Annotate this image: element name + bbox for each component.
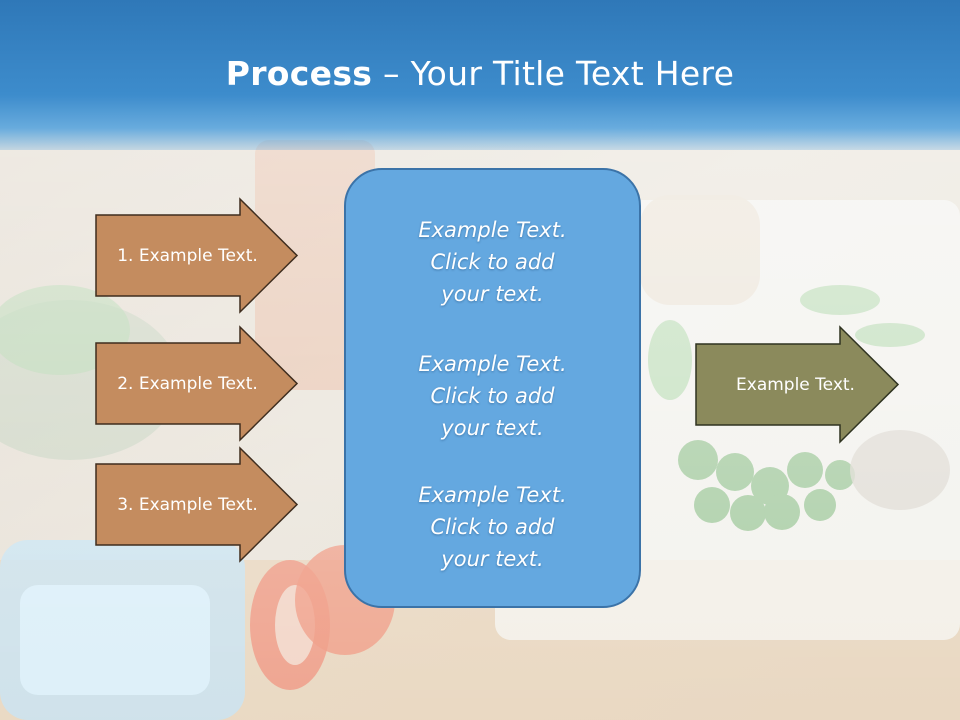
input-arrow-2[interactable]: 2. Example Text.: [95, 325, 299, 442]
input-arrow-label: 2. Example Text.: [117, 373, 258, 394]
input-arrow-3[interactable]: 3. Example Text.: [95, 446, 299, 563]
paragraph-line: Example Text.: [418, 218, 567, 242]
arrow-body: [95, 197, 299, 314]
title-bold: Process: [225, 54, 373, 93]
process-paragraph-3: Example Text. Click to add your text.: [346, 479, 639, 575]
arrow-shape-icon: [95, 197, 299, 314]
process-paragraph-2: Example Text. Click to add your text.: [346, 348, 639, 444]
paragraph-line: Example Text.: [418, 352, 567, 376]
arrow-body: [95, 446, 299, 563]
input-arrow-1[interactable]: 1. Example Text.: [95, 197, 299, 314]
paragraph-line: Click to add: [430, 250, 555, 274]
paragraph-line: your text.: [441, 547, 544, 571]
arrow-shape-icon: [695, 325, 900, 444]
process-paragraph-1: Example Text. Click to add your text.: [346, 214, 639, 310]
arrow-body: [95, 325, 299, 442]
paragraph-line: Click to add: [430, 384, 555, 408]
output-arrow[interactable]: Example Text.: [695, 325, 900, 444]
title-band: [0, 0, 960, 150]
paragraph-line: your text.: [441, 282, 544, 306]
input-arrow-label: 1. Example Text.: [117, 245, 258, 266]
arrow-shape-icon: [95, 446, 299, 563]
arrow-shape-icon: [95, 325, 299, 442]
arrow-body: [695, 325, 900, 444]
paragraph-line: your text.: [441, 416, 544, 440]
paragraph-line: Example Text.: [418, 483, 567, 507]
input-arrow-label: 3. Example Text.: [117, 494, 258, 515]
output-arrow-label: Example Text.: [736, 374, 855, 395]
process-box[interactable]: Example Text. Click to add your text. Ex…: [344, 168, 641, 608]
title-rest: – Your Title Text Here: [372, 54, 735, 93]
paragraph-line: Click to add: [430, 515, 555, 539]
slide-title[interactable]: Process – Your Title Text Here: [0, 52, 960, 96]
